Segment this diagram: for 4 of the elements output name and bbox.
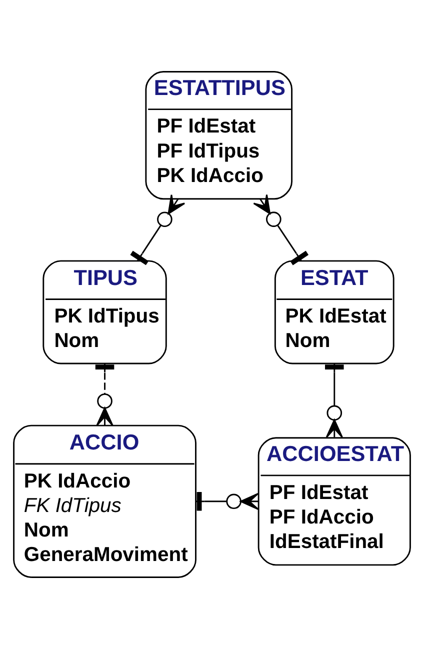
- connector: [130, 194, 186, 265]
- connector: [325, 363, 344, 438]
- connector: [253, 194, 309, 265]
- connector: [95, 363, 114, 426]
